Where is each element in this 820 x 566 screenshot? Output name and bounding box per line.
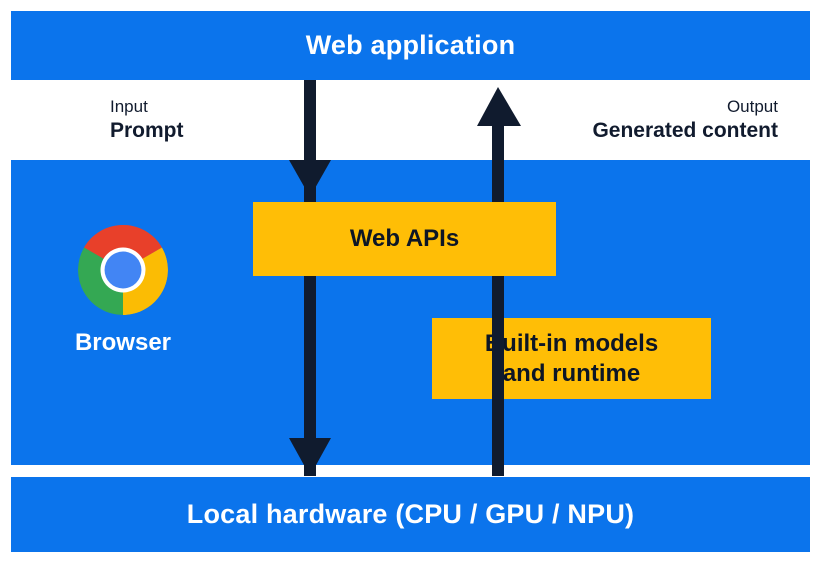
browser-group: Browser — [33, 225, 213, 357]
band-web-application: Web application — [11, 11, 810, 80]
output-label-group: Output Generated content — [592, 96, 778, 144]
chrome-logo-icon — [78, 225, 168, 315]
band-local-hardware: Local hardware (CPU / GPU / NPU) — [11, 477, 810, 552]
browser-label: Browser — [74, 329, 172, 356]
box-web-apis[interactable]: Web APIs — [253, 202, 556, 276]
input-label-group: Input Prompt — [110, 96, 184, 144]
box-builtin-models-label: Built-in models and runtime — [484, 329, 659, 387]
box-web-apis-label: Web APIs — [349, 225, 460, 252]
output-kind-label: Output — [726, 97, 778, 116]
band-web-application-label: Web application — [305, 30, 516, 60]
output-value-label: Generated content — [592, 119, 778, 142]
band-local-hardware-label: Local hardware (CPU / GPU / NPU) — [186, 499, 635, 529]
box-builtin-models[interactable]: Built-in models and runtime — [432, 318, 711, 399]
input-value-label: Prompt — [110, 119, 184, 142]
input-kind-label: Input — [110, 97, 148, 116]
